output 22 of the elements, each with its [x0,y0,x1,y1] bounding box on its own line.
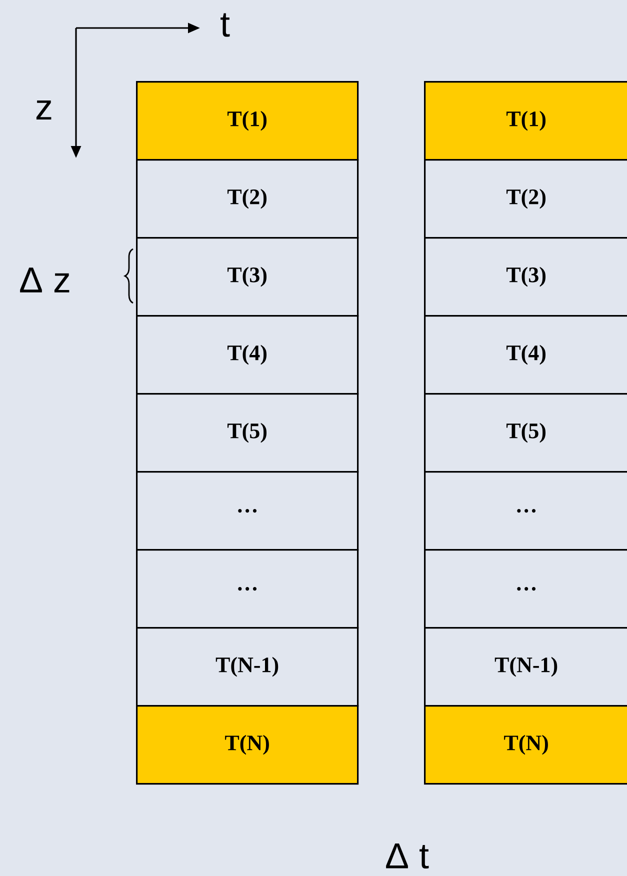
cell: T(N-1) [424,627,627,707]
cell: T(3) [136,237,359,317]
cell: T(4) [136,315,359,395]
cell: T(N) [424,705,627,785]
cell: T(4) [424,315,627,395]
axis-label: z [36,100,52,120]
cell: T(2) [136,159,359,239]
cell: … [136,471,359,551]
cell: … [424,549,627,629]
cell: T(N) [136,705,359,785]
cell: T(5) [136,393,359,473]
cell: T(1) [424,81,627,161]
cell: T(2) [424,159,627,239]
cell: … [424,471,627,551]
cell: T(1) [136,81,359,161]
cell: … [136,549,359,629]
axis-label: t [220,13,230,37]
cell: T(3) [424,237,627,317]
axis-label: Δ z [20,268,70,292]
cell: T(5) [424,393,627,473]
axis-label: Δ t [386,844,429,869]
cell: T(N-1) [136,627,359,707]
